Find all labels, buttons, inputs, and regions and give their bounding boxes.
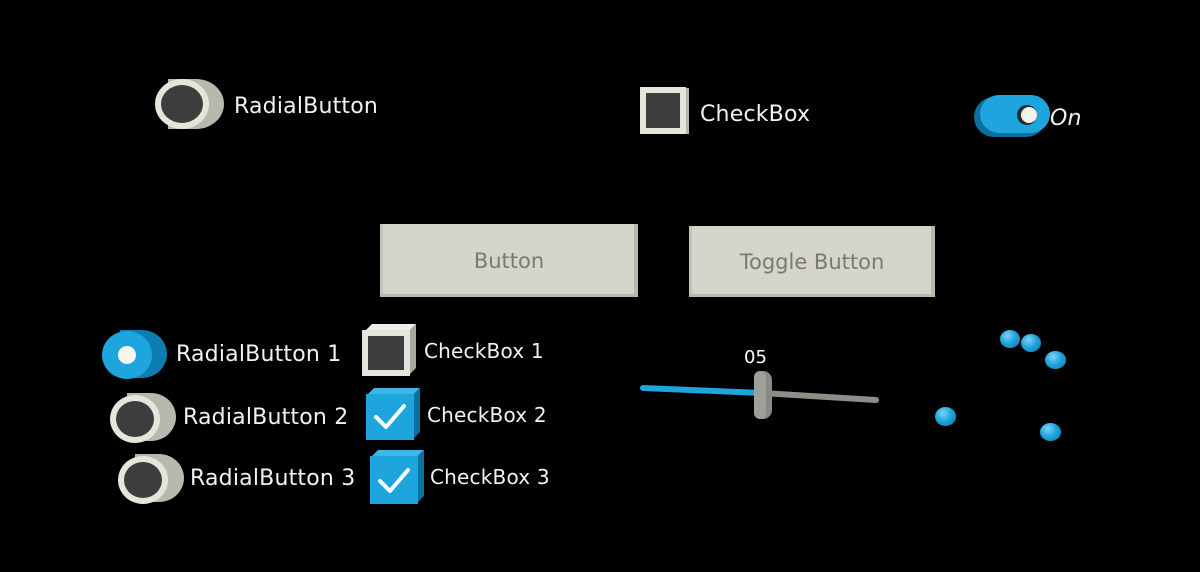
checkbox-2-label: CheckBox 2 — [427, 403, 547, 427]
radial-button-3-label: RadialButton 3 — [190, 466, 356, 491]
checkbox-2[interactable] — [364, 386, 422, 442]
toggle-switch[interactable] — [970, 93, 1052, 141]
checkbox[interactable] — [638, 85, 692, 137]
checkbox-3[interactable] — [368, 448, 426, 506]
radio-selected-dot-icon — [118, 346, 136, 364]
radial-button-label: RadialButton — [234, 94, 379, 119]
slider-track-filled — [640, 385, 765, 396]
slider[interactable] — [640, 366, 882, 422]
checkbox-1[interactable] — [360, 322, 418, 378]
radial-button-2[interactable] — [107, 391, 181, 447]
checkbox-label: CheckBox — [700, 102, 811, 127]
checkbox-3-label: CheckBox 3 — [430, 465, 550, 489]
slider-track-empty — [759, 390, 879, 403]
radial-button-1-label: RadialButton 1 — [176, 342, 342, 367]
toggle-button-label: Toggle Button — [739, 249, 885, 274]
radial-button[interactable] — [152, 76, 228, 132]
sphere-object — [1040, 423, 1061, 441]
check-icon — [374, 404, 406, 429]
checkbox-1-label: CheckBox 1 — [424, 339, 544, 363]
toggle-button[interactable]: Toggle Button — [689, 226, 935, 297]
button[interactable]: Button — [380, 224, 638, 297]
toggle-switch-label: On — [1050, 106, 1082, 131]
slider-value-label: 05 — [744, 347, 767, 368]
button-label: Button — [473, 248, 545, 273]
radial-button-3[interactable] — [115, 452, 189, 508]
radial-button-1[interactable] — [100, 327, 170, 383]
sphere-object — [1045, 351, 1066, 369]
check-icon — [378, 468, 410, 493]
radial-button-2-label: RadialButton 2 — [183, 405, 349, 430]
sphere-object — [1021, 334, 1041, 352]
sphere-object — [1000, 330, 1020, 348]
sphere-object — [935, 407, 956, 426]
